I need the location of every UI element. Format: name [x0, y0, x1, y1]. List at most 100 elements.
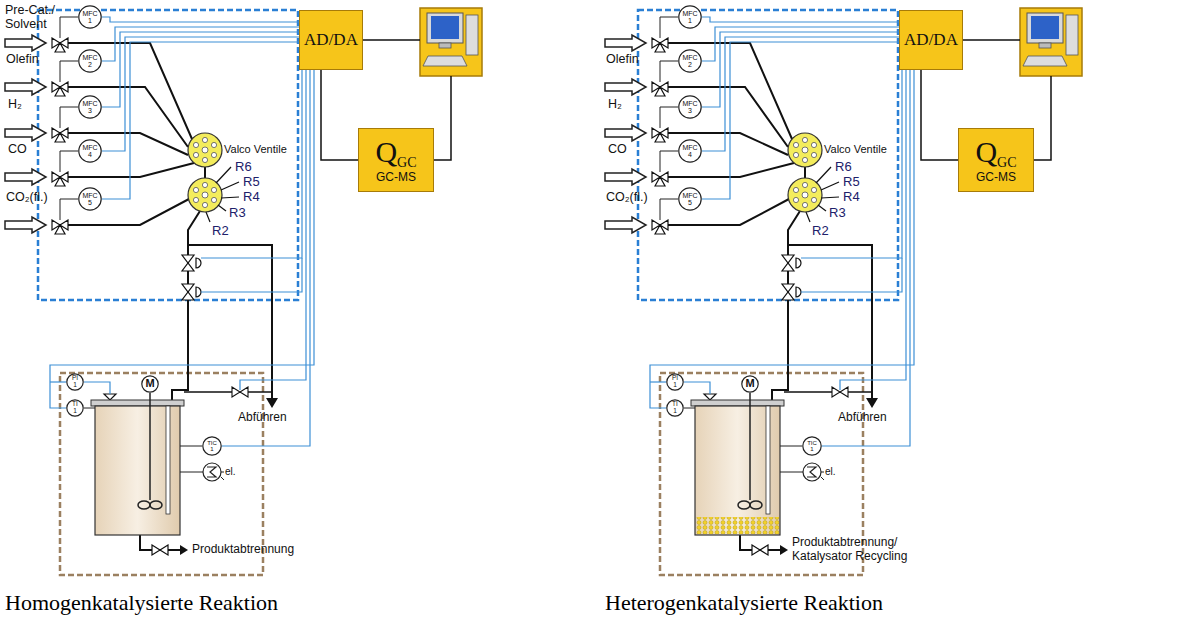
instrument-circle: TI1: [66, 399, 84, 417]
instrument-circle: PI1: [666, 373, 684, 391]
inlet-label: H₂: [608, 97, 622, 111]
valve-label: Valco Ventile: [824, 143, 887, 156]
node-content: PI1: [66, 373, 84, 391]
instrument-circle: TIC1: [802, 436, 822, 456]
motor-circle: M: [741, 375, 759, 393]
reactor-port: R4: [243, 190, 260, 205]
node-number: 1: [810, 446, 813, 452]
mfc-circle: MFC2: [78, 49, 102, 73]
node-content: QGCGC-MS: [959, 129, 1033, 191]
inlet-label: H₂: [8, 97, 22, 111]
reactor-port: R3: [829, 206, 846, 221]
node-content: MFC5: [678, 187, 702, 211]
node-number: 5: [88, 199, 92, 206]
node-label: PI: [72, 375, 78, 382]
node-content: MFC1: [78, 5, 102, 29]
node-content: M: [741, 375, 759, 393]
product-label: Produktabtrennung: [192, 543, 294, 557]
gc-symbol: Q: [975, 135, 997, 168]
node-content: TIC1: [202, 436, 222, 456]
node-number: 2: [88, 61, 92, 68]
mfc-circle: MFC3: [678, 95, 702, 119]
gc-subscript: GC: [397, 155, 416, 170]
mfc-circle: MFC5: [678, 187, 702, 211]
reactor-port: R6: [235, 160, 252, 175]
node-label: M: [145, 378, 154, 390]
node-number: 5: [688, 199, 692, 206]
node-content: MFC4: [678, 139, 702, 163]
node-label: TI: [672, 401, 678, 408]
inlet-label: Olefin: [6, 52, 39, 66]
reactor-port: R5: [843, 175, 860, 190]
gc-ms-label: GC-MS: [976, 171, 1016, 184]
reactor-port: R4: [843, 190, 860, 205]
node-label: MFC: [82, 100, 97, 107]
node-label: TIC: [207, 440, 217, 446]
gc-box: QGCGC-MS: [358, 128, 434, 192]
gc-title-row: QGC: [375, 136, 416, 171]
node-number: 2: [688, 61, 692, 68]
mfc-circle: MFC1: [78, 5, 102, 29]
node-content: MFC3: [678, 95, 702, 119]
node-label: MFC: [82, 192, 97, 199]
heater-label: el.: [225, 466, 236, 478]
node-content: MFC4: [78, 139, 102, 163]
catalyst-bed: [696, 517, 779, 534]
node-label: MFC: [82, 144, 97, 151]
node-content: MFC2: [678, 49, 702, 73]
gc-subscript: GC: [997, 155, 1016, 170]
node-content: TI1: [66, 399, 84, 417]
node-number: 3: [88, 107, 92, 114]
node-number: 1: [688, 17, 692, 24]
signal-line: [702, 32, 899, 107]
node-number: 4: [88, 151, 92, 158]
node-label: MFC: [682, 100, 697, 107]
node-label: TIC: [807, 440, 817, 446]
node-number: 1: [88, 17, 92, 24]
reactor-port: R5: [243, 175, 260, 190]
instrument-circle: PI1: [66, 373, 84, 391]
heater-label: el.: [825, 466, 836, 478]
outlet-label: Abführen: [838, 411, 887, 425]
inlet-label: Pre-Cat./ Solvent: [5, 3, 61, 32]
node-content: PI1: [666, 373, 684, 391]
node-number: 1: [73, 382, 77, 389]
outlet-label: Abführen: [238, 411, 287, 425]
node-content: MFC3: [78, 95, 102, 119]
motor-circle: M: [141, 375, 159, 393]
signal-line: [102, 42, 299, 199]
gc-box: QGCGC-MS: [958, 128, 1034, 192]
interface-box: AD/DA: [299, 10, 363, 70]
mfc-circle: MFC2: [678, 49, 702, 73]
node-number: 1: [73, 408, 77, 415]
node-label: M: [745, 378, 754, 390]
mfc-circle: MFC5: [78, 187, 102, 211]
caption: Heterogenkatalysierte Reaktion: [605, 590, 883, 615]
gc-title-row: QGC: [975, 136, 1016, 171]
instrument-circle: TIC1: [202, 436, 222, 456]
node-number: 4: [688, 151, 692, 158]
caption: Homogenkatalysierte Reaktion: [5, 590, 278, 615]
gc-symbol: Q: [375, 135, 397, 168]
valve-label: Valco Ventile: [224, 143, 287, 156]
node-label: AD/DA: [304, 31, 358, 49]
gc-ms-label: GC-MS: [376, 171, 416, 184]
data-line: [321, 70, 358, 160]
node-label: MFC: [682, 144, 697, 151]
node-label: PI: [672, 375, 678, 382]
node-content: QGCGC-MS: [359, 129, 433, 191]
reactor-port: R2: [812, 224, 829, 239]
signal-line: [702, 37, 899, 151]
node-content: AD/DA: [900, 11, 962, 69]
node-label: MFC: [682, 10, 697, 17]
heterogeneous-plant: [605, 8, 1082, 575]
signal-line: [702, 42, 899, 199]
node-label: AD/DA: [904, 31, 958, 49]
node-label: MFC: [82, 10, 97, 17]
inlet-label: Olefin: [606, 52, 639, 66]
data-line: [921, 70, 958, 160]
inlet-label: CO: [608, 142, 627, 156]
node-content: M: [141, 375, 159, 393]
signal-line: [102, 17, 299, 22]
